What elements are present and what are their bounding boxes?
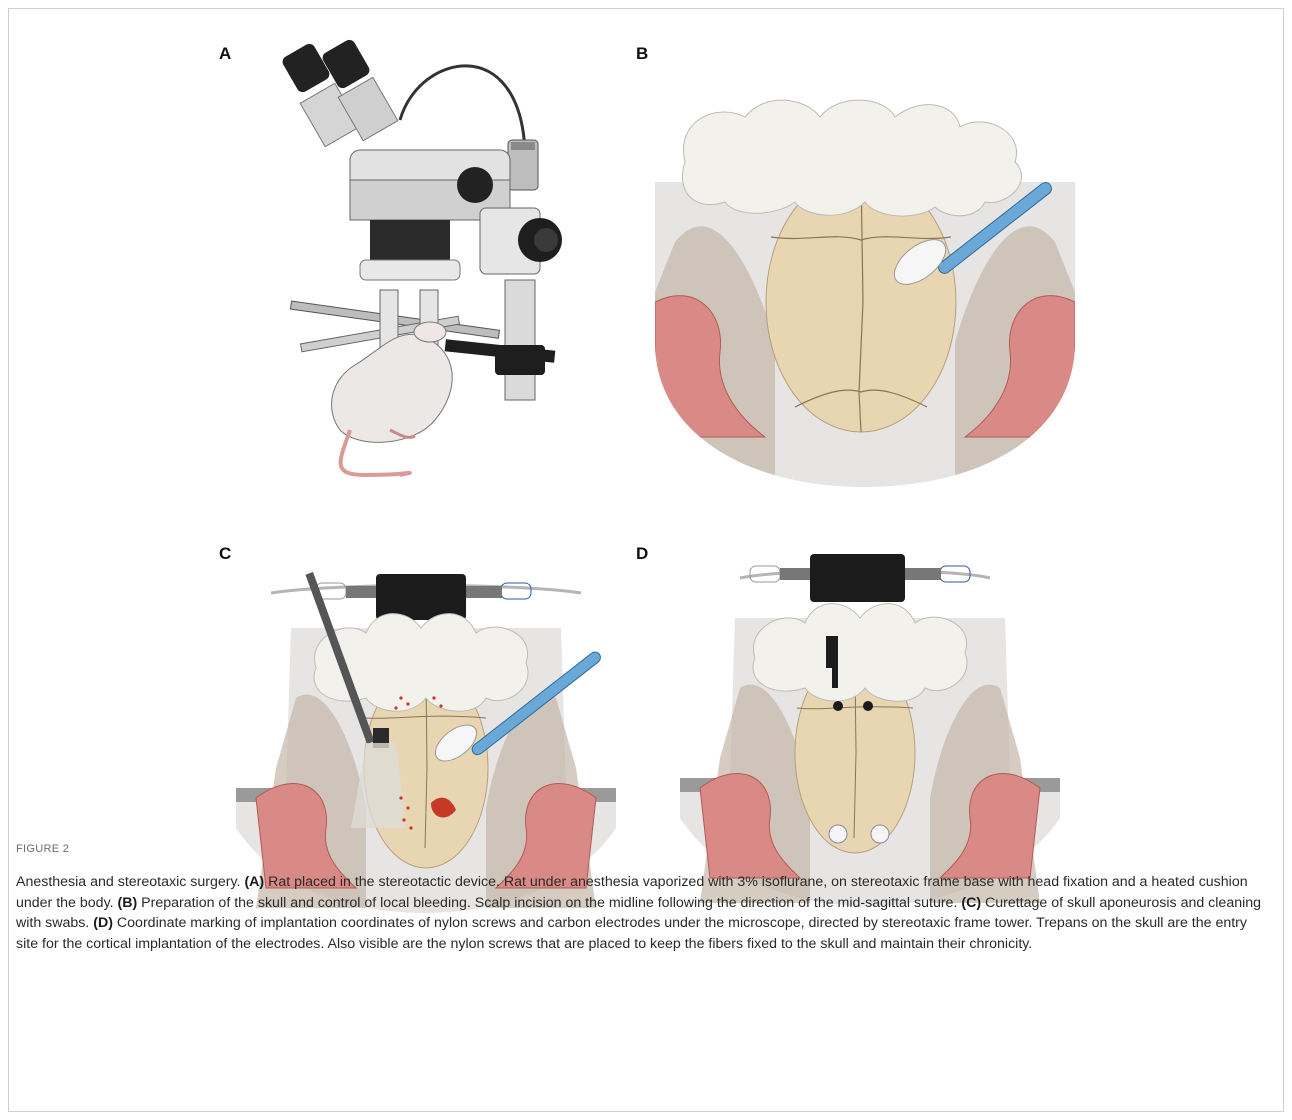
panel-b-illustration [655,92,1075,487]
figure-caption: Anesthesia and stereotaxic surgery. (A) … [16,872,1272,954]
panel-label-a: A [219,44,231,64]
caption-tag-b: (B) [118,895,138,911]
eyepieces-icon [280,38,397,147]
head-holder-icon [376,574,466,620]
panel-label-b: B [636,44,648,64]
caption-tag-d: (D) [93,915,113,931]
panel-c-illustration [236,548,616,913]
caption-tag-c: (C) [961,895,981,911]
trepan-icon [863,701,873,711]
panel-d-illustration [680,548,1060,908]
screw-icon [871,825,889,843]
screw-icon [829,825,847,843]
marker-icon [826,636,838,668]
trepan-icon [833,701,843,711]
cotton-icon [682,100,1021,216]
cotton-icon [753,604,967,702]
figure-label: FIGURE 2 [16,843,69,855]
panel-label-d: D [636,544,648,564]
cotton-icon [314,614,528,712]
rat-icon [332,322,453,475]
panel-a-illustration [270,30,580,480]
caption-intro: Anesthesia and stereotaxic surgery. [16,874,244,890]
caption-text-b: Preparation of the skull and control of … [137,895,961,911]
caption-text-d: Coordinate marking of implantation coord… [16,915,1247,952]
head-holder-icon [810,554,905,602]
panel-label-c: C [219,544,231,564]
caption-tag-a: (A) [244,874,264,890]
